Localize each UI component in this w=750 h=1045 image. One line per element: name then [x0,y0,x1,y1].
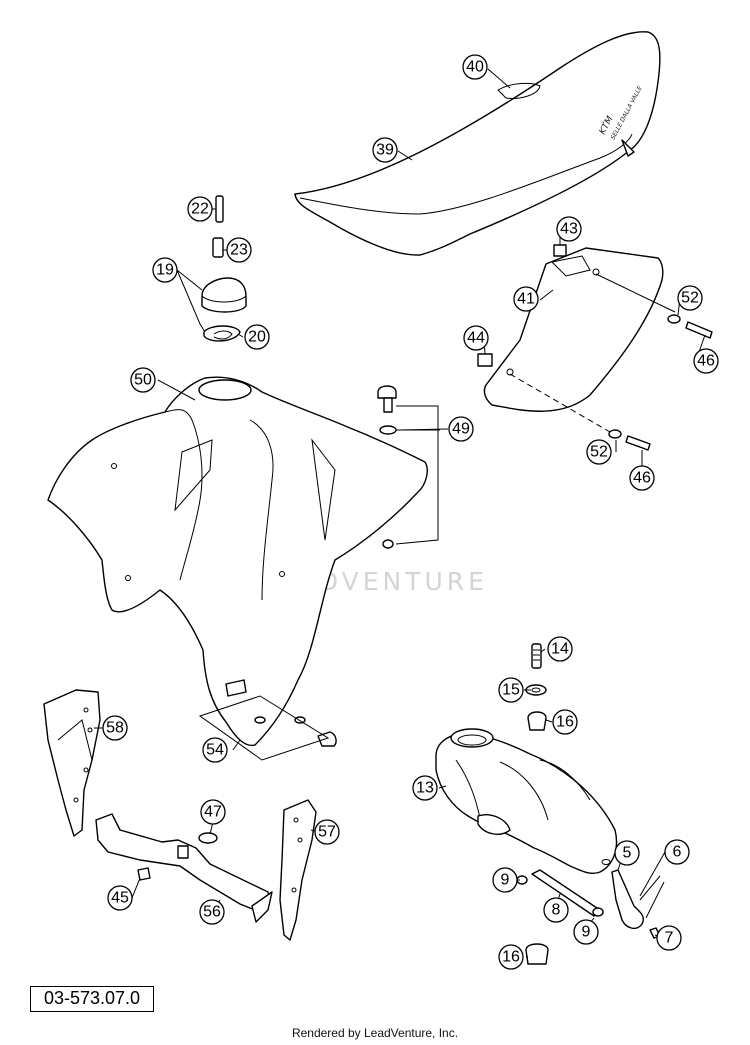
callout-14: 14 [547,636,573,662]
callout-57: 57 [314,819,340,845]
svg-text:13: 13 [416,780,434,797]
svg-text:49: 49 [452,421,470,438]
callout-6: 6 [664,839,690,865]
callout-43: 43 [556,216,582,242]
svg-text:39: 39 [376,142,394,159]
bracket-parts [43,689,317,941]
callout-9b: 9 [573,919,599,945]
svg-text:54: 54 [206,742,224,759]
svg-text:8: 8 [552,902,561,919]
callout-56: 56 [199,899,225,925]
callout-23: 23 [226,237,252,263]
callout-7: 7 [656,925,682,951]
svg-text:56: 56 [203,904,221,921]
svg-text:50: 50 [134,372,152,389]
svg-text:46: 46 [633,470,651,487]
svg-text:52: 52 [681,290,699,307]
callout-40: 40 [462,54,488,80]
svg-text:9: 9 [501,872,510,889]
svg-text:20: 20 [248,329,266,346]
callout-46b: 46 [629,465,655,491]
fuel-tank-part [435,728,618,875]
svg-text:45: 45 [111,890,129,907]
callout-5: 5 [614,840,640,866]
callout-49: 49 [448,416,474,442]
svg-text:16: 16 [556,714,574,731]
callout-16b: 16 [498,944,524,970]
svg-text:9: 9 [582,924,591,941]
clip-parts [198,679,337,761]
svg-text:57: 57 [318,824,336,841]
callout-50: 50 [130,367,156,393]
svg-text:16: 16 [502,949,520,966]
svg-text:44: 44 [467,330,485,347]
callout-19: 19 [152,257,178,283]
svg-text:40: 40 [466,59,484,76]
callout-41: 41 [513,286,539,312]
svg-text:6: 6 [673,844,682,861]
callout-9: 9 [492,867,518,893]
callout-20: 20 [244,324,270,350]
callout-16: 16 [552,709,578,735]
callout-13: 13 [412,775,438,801]
callout-52: 52 [677,285,703,311]
fuel-cap-parts [201,195,247,342]
svg-text:47: 47 [204,804,222,821]
callout-46: 46 [693,348,719,374]
svg-text:15: 15 [502,682,520,699]
shroud-fastener-set [377,385,440,549]
callout-22: 22 [187,196,213,222]
svg-text:23: 23 [230,242,248,259]
callout-58: 58 [102,715,128,741]
callout-45: 45 [107,885,133,911]
seat-part: KTM SELLE DALLA VALLE [294,31,661,256]
callout-39: 39 [372,137,398,163]
tank-shroud-part [47,376,428,747]
svg-text:7: 7 [665,930,674,947]
side-plate-fasteners [477,244,713,451]
footer-credit: Rendered by LeadVenture, Inc. [291,1026,459,1040]
tank-fasteners [516,643,665,965]
callout-44: 44 [463,325,489,351]
svg-text:22: 22 [191,201,209,218]
callout-54: 54 [202,737,228,763]
callout-47: 47 [200,799,226,825]
svg-text:52: 52 [590,444,608,461]
svg-text:46: 46 [697,353,715,370]
svg-text:5: 5 [623,845,632,862]
callout-52b: 52 [586,439,612,465]
svg-text:41: 41 [517,291,535,308]
svg-text:19: 19 [156,262,174,279]
diagram-code: 03-573.07.0 [30,986,154,1012]
callout-8: 8 [543,897,569,923]
side-number-plate-part [483,247,676,433]
svg-text:43: 43 [560,221,578,238]
callout-15: 15 [498,677,524,703]
svg-text:58: 58 [106,720,124,737]
svg-text:14: 14 [551,641,569,658]
